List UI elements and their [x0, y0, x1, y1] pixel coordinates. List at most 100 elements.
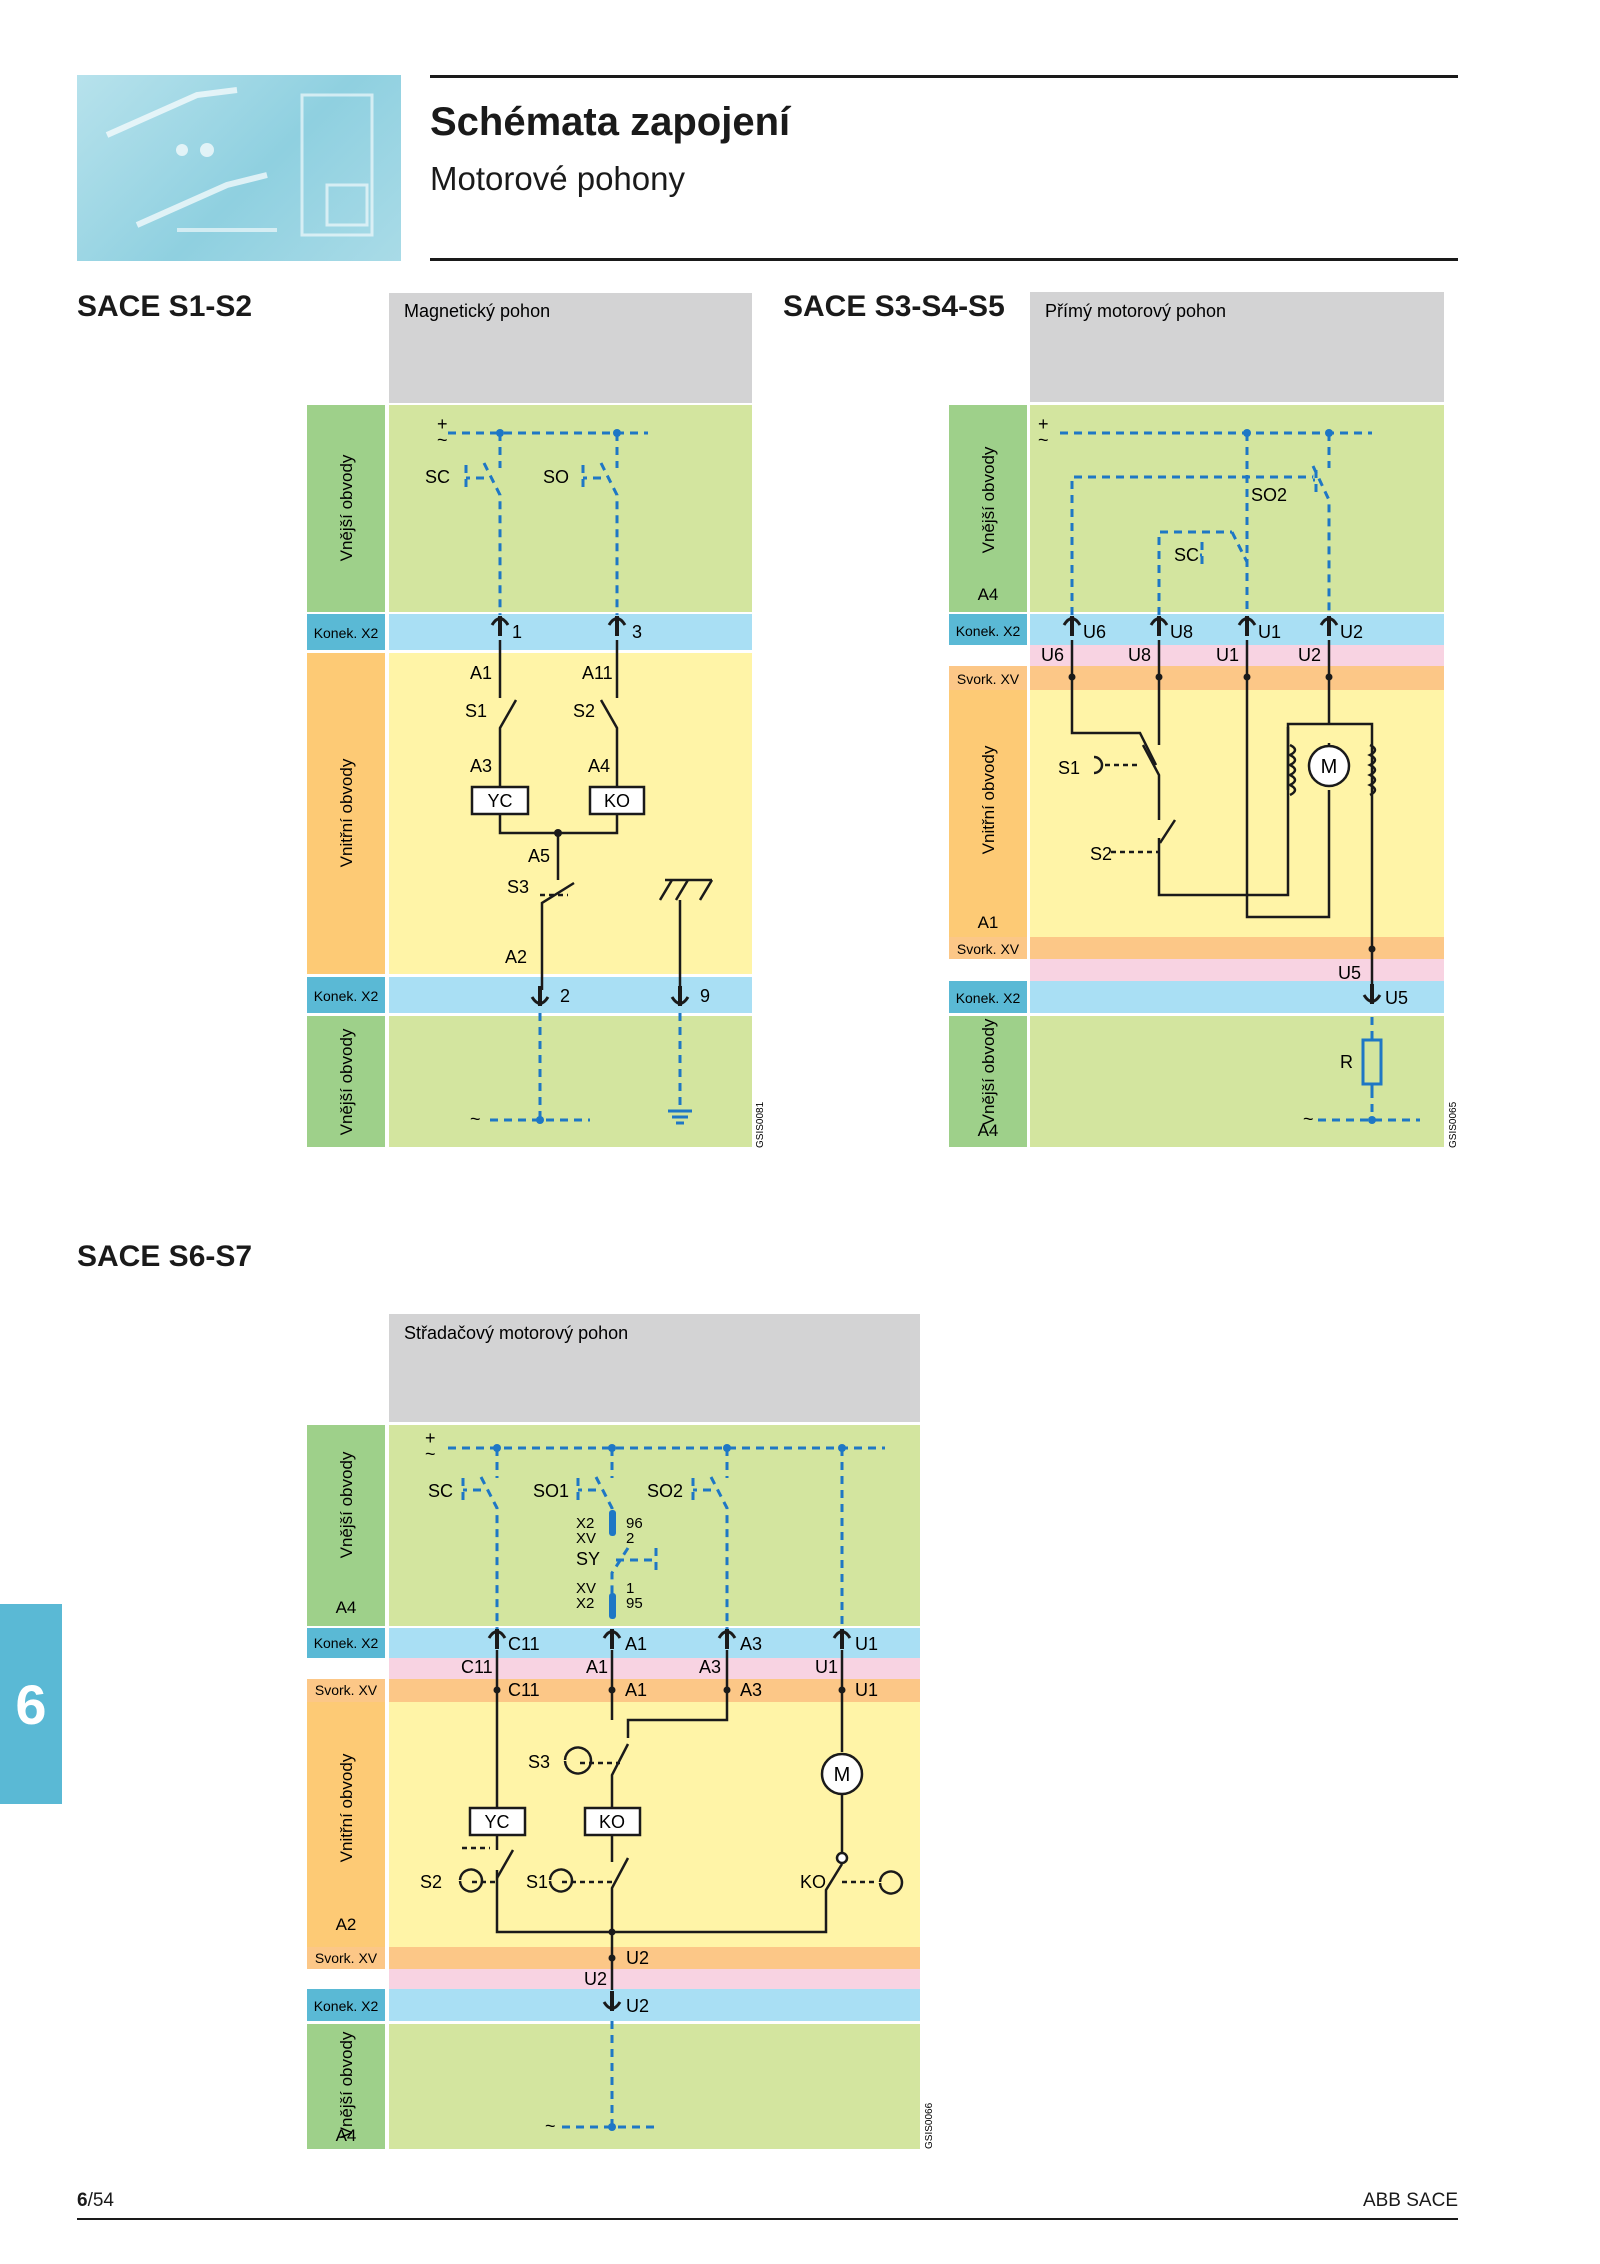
s3-svork-u5: U5: [1338, 963, 1361, 983]
panel-header-s1: [389, 293, 752, 403]
zone-con-bottom-s6: Konek. X2: [314, 1998, 379, 2014]
s3-supply-tilde: ~: [1038, 430, 1049, 450]
s1-diagram-code: GSIS0081: [755, 1101, 766, 1148]
s6-coil-yc: YC: [484, 1812, 509, 1832]
s3-label-sc: SC: [1174, 545, 1199, 565]
s1-label-a4: A4: [588, 756, 610, 776]
zone-svork-bottom-s3: Svork. XV: [957, 941, 1020, 957]
zone-con-top-s6: Konek. X2: [314, 1635, 379, 1651]
s6-label-1: 1: [626, 1580, 634, 1597]
s1-label-a11: A11: [582, 663, 613, 683]
s3-diagram-code: GSIS0065: [1448, 1101, 1459, 1148]
zone-int-s1: Vnitřní obvody: [337, 758, 356, 867]
zone-int-s3: Vnitřní obvody: [979, 745, 998, 854]
s3-label-so2: SO2: [1251, 485, 1287, 505]
s3-supply-bottom: ~: [1303, 1109, 1314, 1129]
s1-label-a1: A1: [470, 663, 492, 683]
s1-terminal-3: 3: [632, 622, 642, 642]
s3-svork-u8: U8: [1128, 645, 1151, 665]
s3-supply-plus: +: [1038, 414, 1049, 434]
s6-pink-a1: A1: [586, 1657, 608, 1677]
s6-pink-u1: U1: [815, 1657, 838, 1677]
s6-supply-tilde: ~: [425, 1444, 436, 1464]
zone-ext-bottom-s6: Vnější obvody: [337, 2031, 356, 2138]
s6-svork-a1: A1: [625, 1680, 647, 1700]
s1-label-sc: SC: [425, 467, 450, 487]
s6-coil-ko: KO: [599, 1812, 625, 1832]
s6-label-ko-switch: KO: [800, 1872, 826, 1892]
s3-label-s1: S1: [1058, 758, 1080, 778]
zone-con-top-s3: Konek. X2: [956, 623, 1021, 639]
footer-page-rest: /54: [87, 2190, 114, 2211]
s6-label-95: 95: [626, 1595, 643, 1612]
s3-label-r: R: [1340, 1052, 1353, 1072]
s1-label-a2: A2: [505, 947, 527, 967]
zone-con-bottom-s1: Konek. X2: [314, 988, 379, 1004]
s6-supply-bottom: ~: [545, 2116, 556, 2136]
diagram-s6-s7: Střadačový motorový pohon Vnější obvody …: [307, 1314, 935, 2149]
s6-svork-u1: U1: [855, 1680, 878, 1700]
s6-svork-c11: C11: [508, 1680, 540, 1700]
s3-svork-u1: U1: [1216, 645, 1239, 665]
footer-page-chapter: 6: [77, 2190, 88, 2211]
s1-label-a3: A3: [470, 756, 492, 776]
s6-diagram-code: GSIS0066: [924, 2102, 935, 2149]
s1-label-a5: A5: [528, 846, 550, 866]
s6-label-x2b: X2: [576, 1595, 594, 1612]
s6-label-x2a: X2: [576, 1515, 594, 1532]
s6-label-2: 2: [626, 1530, 634, 1547]
circuit-breaker-illustration: [105, 87, 374, 237]
s6-pink-c11: C11: [461, 1657, 493, 1677]
s6-pink-a3: A3: [699, 1657, 721, 1677]
s1-label-so: SO: [543, 467, 569, 487]
zone-con-top-s1: Konek. X2: [314, 625, 379, 641]
s1-supply-tilde: ~: [437, 430, 448, 450]
s1-supply-bottom: ~: [470, 1109, 481, 1129]
diagram-s3-s5: Přímý motorový pohon Vnější obvody A4 Ko…: [949, 292, 1459, 1148]
footer-page-number: 6/54: [77, 2190, 114, 2212]
zone-svork-bottom-s6: Svork. XV: [315, 1950, 378, 1966]
s6-label-96: 96: [626, 1515, 643, 1532]
section-title-s1-s2: SACE S1-S2: [77, 290, 253, 323]
s6-terminal-a3: A3: [740, 1634, 762, 1654]
page-title: Schémata zapojení: [430, 100, 791, 144]
s3-terminal-u8: U8: [1170, 622, 1193, 642]
s6-label-xvb: XV: [576, 1580, 596, 1597]
s6-motor-m: M: [834, 1764, 851, 1786]
s3-label-s2: S2: [1090, 844, 1112, 864]
s6-label-so1: SO1: [533, 1481, 569, 1501]
s3-terminal-u1: U1: [1258, 622, 1281, 642]
s6-terminal-u2: U2: [626, 1996, 649, 2016]
s3-terminal-u2: U2: [1340, 622, 1363, 642]
s6-label-s3: S3: [528, 1752, 550, 1772]
s3-terminal-u5: U5: [1385, 988, 1408, 1008]
s1-terminal-9: 9: [700, 986, 710, 1006]
panel-title-s6: Střadačový motorový pohon: [404, 1323, 628, 1343]
header-rule-bottom: [430, 258, 1458, 261]
footer-rule: [77, 2218, 1458, 2220]
page-subtitle: Motorové pohony: [430, 160, 685, 197]
zone-ext-bottom-s1: Vnější obvody: [337, 1028, 356, 1135]
s1-terminal-2: 2: [560, 986, 570, 1006]
zone-ext-top-s3: Vnější obvody: [979, 446, 998, 553]
zone-ext-bottom-code-s6: A4: [336, 2126, 357, 2145]
zone-label-ext-top-s1: [307, 405, 385, 612]
s3-motor-m: M: [1321, 756, 1338, 778]
zone-svork-top-s6: Svork. XV: [315, 1682, 378, 1698]
s3-terminal-u6: U6: [1083, 622, 1106, 642]
zone-ext-bottom-code-s3: A4: [978, 1121, 999, 1140]
zone-ext-bottom-s3: Vnější obvody: [979, 1018, 998, 1125]
s6-terminal-a1: A1: [625, 1634, 647, 1654]
s1-coil-yc: YC: [487, 791, 512, 811]
zone-int-s6: Vnitřní obvody: [337, 1753, 356, 1862]
section-title-s6-s7: SACE S6-S7: [77, 1240, 253, 1273]
diagram-s1-s2: Magnetický pohon Vnější obvody Konek. X2…: [307, 293, 766, 1148]
s1-coil-ko: KO: [604, 791, 630, 811]
s1-terminal-1: 1: [512, 622, 522, 642]
zone-ext-top-s6: Vnější obvody: [337, 1451, 356, 1558]
zone-int-code-s3: A1: [978, 913, 999, 932]
s6-label-so2: SO2: [647, 1481, 683, 1501]
zone-ext-top-code-s6: A4: [336, 1598, 357, 1617]
s1-label-s1: S1: [465, 701, 487, 721]
s6-supply-plus: +: [425, 1428, 436, 1448]
